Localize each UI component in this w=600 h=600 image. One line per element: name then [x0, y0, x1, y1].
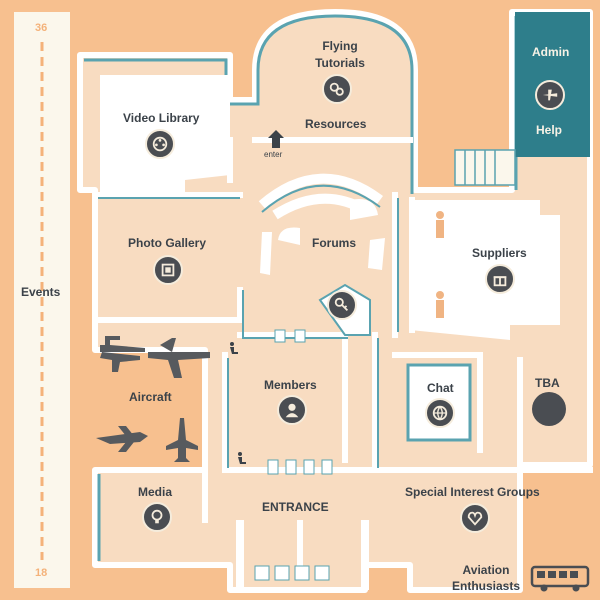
bus-icon[interactable] — [530, 563, 590, 593]
help-link[interactable]: Help — [536, 123, 563, 137]
globe-icon[interactable] — [425, 398, 455, 428]
suppliers-label[interactable]: Suppliers — [472, 246, 527, 260]
photo-gallery-label[interactable]: Photo Gallery — [128, 236, 207, 250]
entrance-label[interactable]: ENTRANCE — [262, 500, 329, 514]
video-library-label[interactable]: Video Library — [123, 111, 200, 125]
aircraft-silhouettes — [96, 336, 210, 462]
light-bulb-icon[interactable] — [142, 502, 172, 532]
forums-label[interactable]: Forums — [312, 236, 357, 250]
accessibility-icon — [230, 342, 246, 464]
gift-box-icon[interactable] — [485, 264, 515, 294]
aviation-enthusiasts-label[interactable]: Aviation Enthusiasts — [452, 563, 521, 593]
key-icon[interactable] — [327, 290, 357, 320]
special-interest-groups-label[interactable]: Special Interest Groups — [405, 485, 540, 499]
flying-tutorials-label[interactable]: Flying Tutorials — [315, 39, 365, 70]
forum-pod-right — [350, 199, 378, 220]
enter-arrow — [268, 130, 284, 148]
resources-label[interactable]: Resources — [305, 117, 367, 131]
blank-circle-icon[interactable] — [532, 392, 566, 426]
runway-number-bottom: 18 — [35, 567, 48, 579]
admin-link[interactable]: Admin — [532, 45, 570, 59]
chat-label[interactable]: Chat — [427, 381, 454, 395]
members-label[interactable]: Members — [264, 378, 317, 392]
heart-icon[interactable] — [460, 503, 490, 533]
events-label[interactable]: Events — [21, 285, 61, 299]
forum-pod-left — [278, 227, 300, 245]
airplane-icon[interactable] — [535, 80, 565, 110]
film-reel-icon[interactable] — [145, 129, 175, 159]
tba-label[interactable]: TBA — [535, 376, 560, 390]
runway-number-top: 36 — [35, 22, 48, 34]
portrait-icon[interactable] — [277, 395, 307, 425]
media-label[interactable]: Media — [138, 485, 173, 499]
picture-frame-icon[interactable] — [153, 255, 183, 285]
gears-icon[interactable] — [322, 74, 352, 104]
enter-sign: enter — [264, 150, 283, 159]
suppliers-room — [410, 200, 560, 340]
aircraft-label[interactable]: Aircraft — [129, 390, 172, 404]
